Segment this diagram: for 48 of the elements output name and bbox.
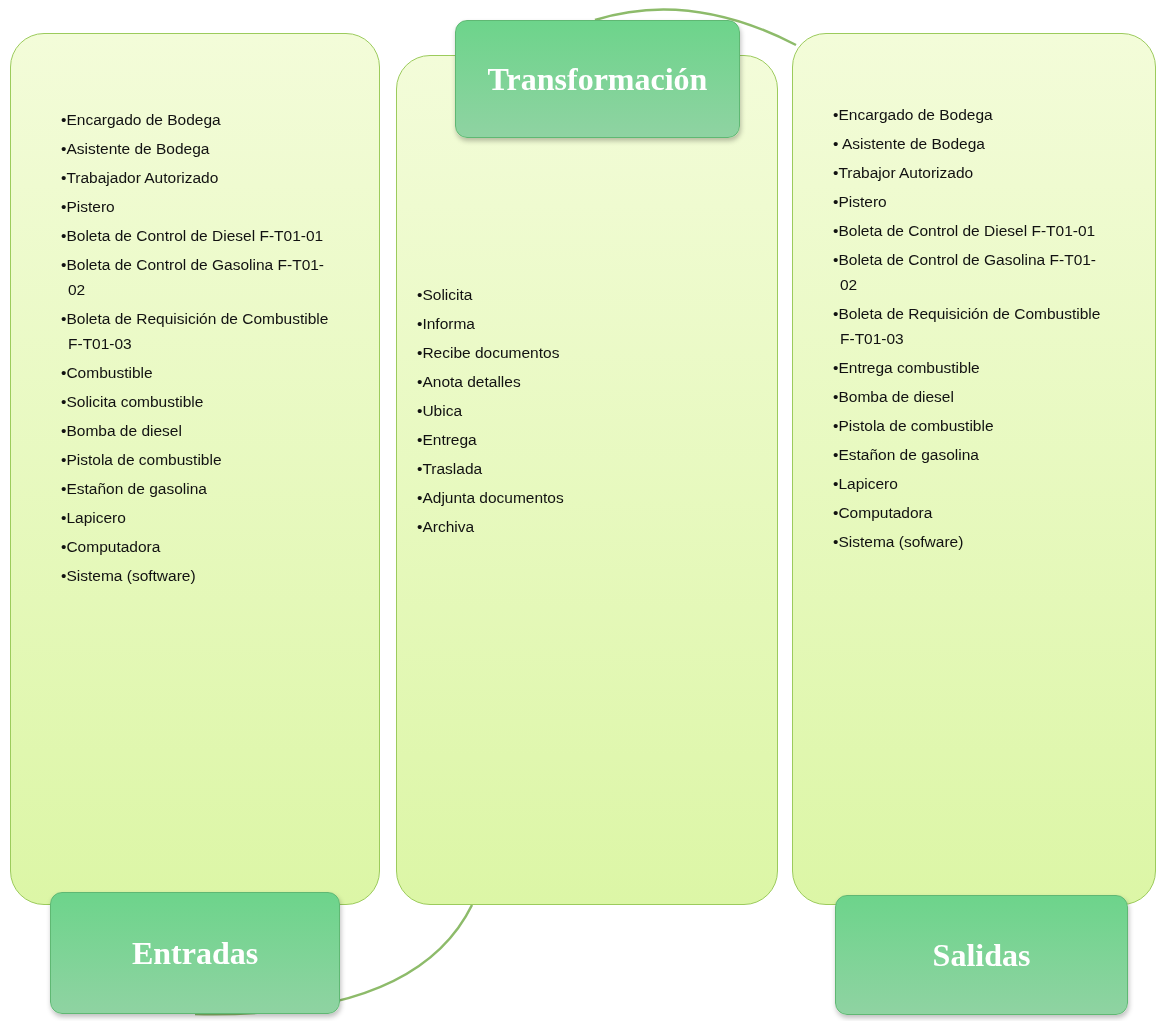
- bullet-item: •Pistero: [833, 192, 888, 212]
- bullet-item: •Solicita: [417, 285, 474, 305]
- bullet-item: •Boleta de Control de Diesel F-T01-01: [833, 221, 1097, 241]
- bullet-item: •Estañon de gasolina: [833, 445, 980, 465]
- bullet-item: •Adjunta documentos: [417, 488, 565, 508]
- tab-title: Entradas: [131, 934, 259, 972]
- bullet-item: •Boleta de Requisición de Combustible F-T01-03: [833, 304, 1102, 349]
- list-panel: [10, 33, 380, 905]
- bullet-item: •Trabajor Autorizado: [833, 163, 975, 183]
- bullet-item: •Ubica: [417, 401, 464, 421]
- bullet-item: •Computadora: [61, 537, 162, 557]
- bullet-item: •Encargado de Bodega: [833, 105, 994, 125]
- bullet-item: •Bomba de diesel: [833, 387, 955, 407]
- bullet-item: •Recibe documentos: [417, 343, 561, 363]
- bullet-item: •Estañon de gasolina: [61, 479, 208, 499]
- bullet-item: • Asistente de Bodega: [833, 134, 986, 154]
- bullet-item: •Asistente de Bodega: [61, 139, 211, 159]
- title-tab: [455, 20, 740, 138]
- connector-arc: [594, 8, 797, 47]
- bullet-item: •Bomba de diesel: [61, 421, 183, 441]
- bullet-item: •Informa: [417, 314, 476, 334]
- list-panel: [396, 55, 778, 905]
- bullet-item: •Traslada: [417, 459, 484, 479]
- bullet-item: •Sistema (software): [61, 566, 197, 586]
- bullet-item: •Computadora: [833, 503, 934, 523]
- bullet-item: •Entrega combustible: [833, 358, 981, 378]
- tab-title: Transformación: [487, 60, 708, 98]
- bullet-item: •Lapicero: [833, 474, 899, 494]
- bullet-item: •Trabajador Autorizado: [61, 168, 220, 188]
- bullet-item: •Boleta de Control de Gasolina F-T01-02: [833, 250, 1098, 295]
- bullet-item: •Anota detalles: [417, 372, 522, 392]
- title-tab: [50, 892, 340, 1014]
- tab-title: Salidas: [932, 936, 1031, 974]
- bullet-item: •Lapicero: [61, 508, 127, 528]
- bullet-item: •Boleta de Control de Diesel F-T01-01: [61, 226, 325, 246]
- bullet-item: •Entrega: [417, 430, 478, 450]
- bullet-item: •Sistema (sofware): [833, 532, 965, 552]
- list-panel: [792, 33, 1156, 905]
- bullet-item: •Pistero: [61, 197, 116, 217]
- bullet-item: •Encargado de Bodega: [61, 110, 222, 130]
- bullet-item: •Boleta de Requisición de Combustible F-T01-03: [61, 309, 330, 354]
- bullet-item: •Solicita combustible: [61, 392, 205, 412]
- bullet-item: •Pistola de combustible: [61, 450, 223, 470]
- bullet-item: •Archiva: [417, 517, 476, 537]
- bullet-item: •Pistola de combustible: [833, 416, 995, 436]
- title-tab: [835, 895, 1128, 1015]
- bullet-item: •Boleta de Control de Gasolina F-T01-02: [61, 255, 326, 300]
- bullet-item: •Combustible: [61, 363, 154, 383]
